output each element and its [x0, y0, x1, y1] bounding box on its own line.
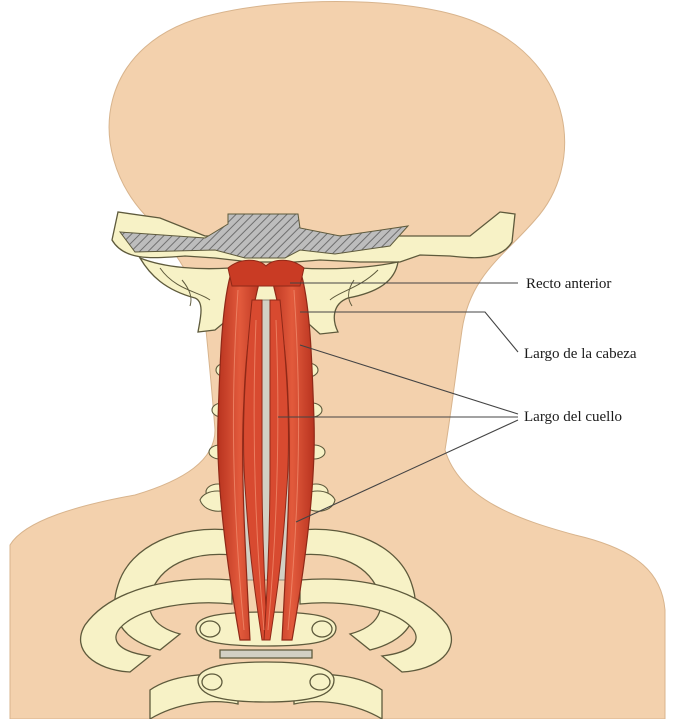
label-largo-cabeza: Largo de la cabeza — [524, 346, 637, 362]
label-recto-anterior: Recto anterior — [526, 276, 611, 292]
label-largo-cuello: Largo del cuello — [524, 409, 622, 425]
